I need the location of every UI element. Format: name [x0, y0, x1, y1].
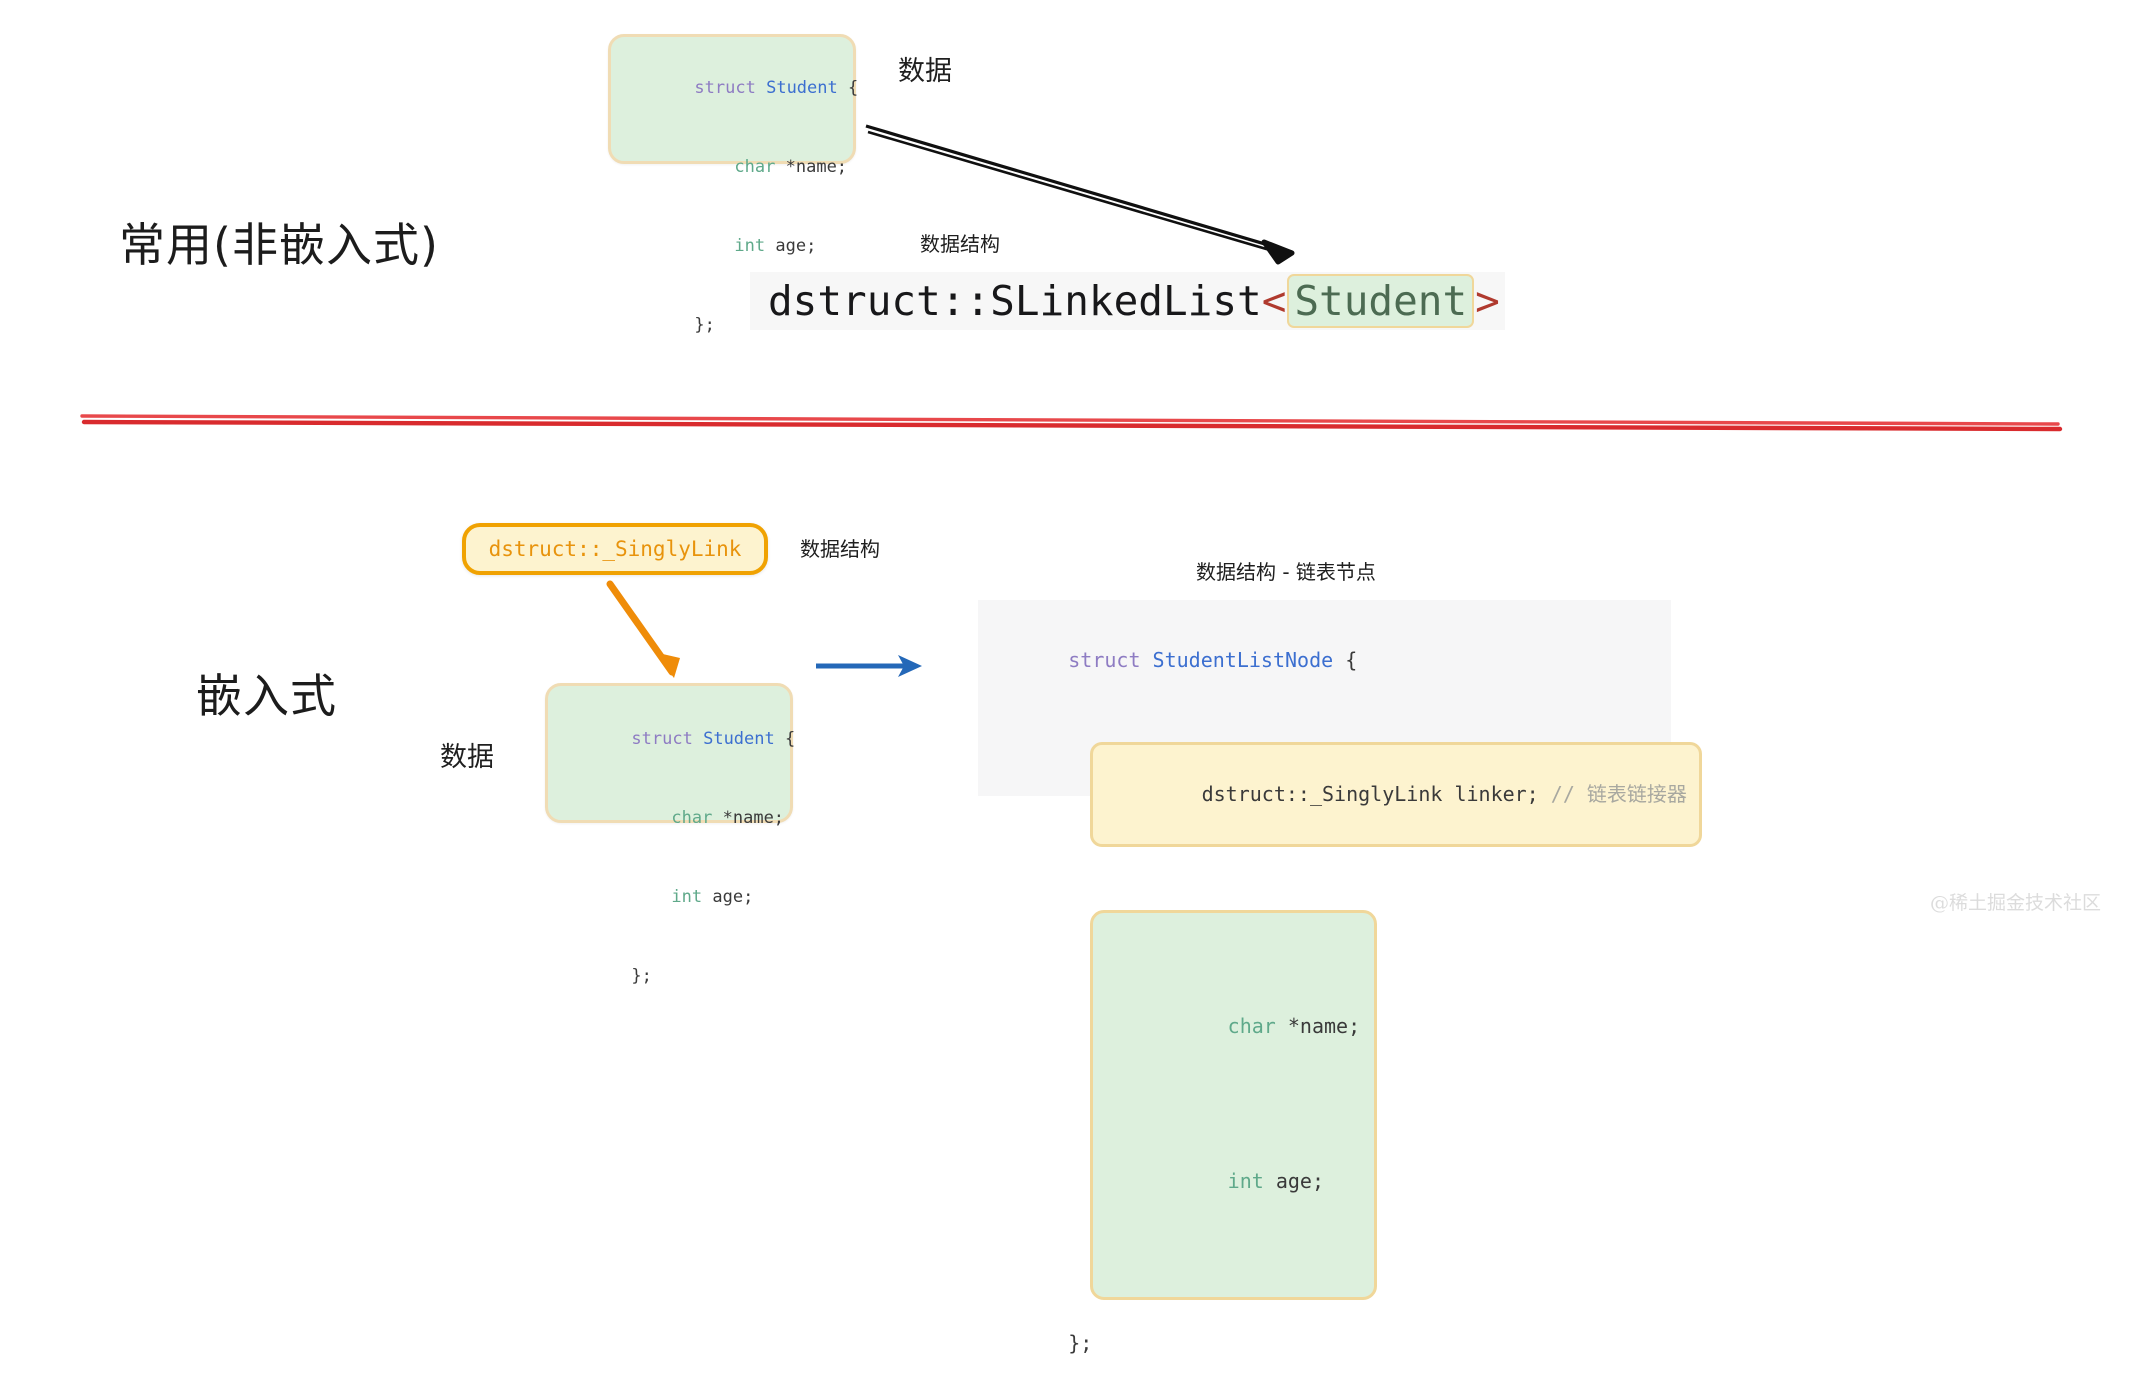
keyword-struct: struct — [631, 729, 693, 750]
brace-close: }; — [694, 315, 715, 336]
pill-label: dstruct::_SinglyLink — [488, 537, 742, 561]
banner-open-angle: < — [1261, 277, 1287, 325]
fields-highlight: char *name; int age; — [1090, 910, 1378, 1300]
struct-line-2: char *name; — [570, 779, 790, 858]
type-char: char — [671, 808, 713, 829]
type-char: char — [734, 157, 776, 178]
slinkedlist-banner: dstruct::SLinkedList<Student> — [750, 272, 1505, 330]
brace-close: }; — [1068, 1331, 1093, 1355]
section-title-embedded: 嵌入式 — [196, 669, 337, 723]
label-datastructure-top: 数据结构 — [920, 232, 1000, 256]
studentlistnode-panel: struct StudentListNode { dstruct::_Singl… — [978, 600, 1702, 1355]
student-struct-card-top: struct Student { char *name; int age; }; — [608, 34, 858, 335]
struct-line-4: }; — [570, 937, 790, 1016]
type-int: int — [734, 236, 766, 257]
brace-open: { — [1345, 648, 1358, 672]
linker-highlight: dstruct::_SinglyLink linker; // 链表链接器 — [1090, 742, 1702, 847]
type-int: int — [1227, 1169, 1264, 1193]
field-age: age; — [712, 887, 754, 908]
keyword-struct: struct — [694, 78, 756, 99]
label-data-bottom: 数据 — [440, 742, 494, 773]
field-name: *name; — [1287, 1014, 1361, 1038]
node-line-4: int age; — [1107, 1135, 1360, 1228]
node-line-3: char *name; — [1107, 980, 1360, 1073]
linker-comment: // 链表链接器 — [1550, 782, 1687, 806]
banner-template-param: Student — [1287, 274, 1475, 328]
type-char: char — [1227, 1014, 1276, 1038]
struct-line-2: char *name; — [633, 128, 853, 207]
brace-close: }; — [631, 966, 652, 987]
label-data-top: 数据 — [898, 56, 952, 87]
type-student: Student — [766, 78, 838, 99]
banner-prefix: dstruct::SLinkedList — [768, 277, 1262, 325]
node-line-5: }; — [988, 1297, 1671, 1390]
field-age: age; — [775, 236, 817, 257]
field-age: age; — [1275, 1169, 1325, 1193]
keyword-struct: struct — [1068, 648, 1141, 672]
diagram-canvas: struct Student { char *name; int age; };… — [80, 34, 2102, 1355]
linker-declaration: dstruct::_SinglyLink linker; — [1201, 782, 1539, 806]
field-name: *name; — [722, 808, 785, 829]
student-struct-card-bottom: struct Student { char *name; int age; }; — [545, 683, 795, 986]
type-int: int — [671, 887, 703, 908]
red-divider — [80, 414, 2063, 432]
node-line-1: struct StudentListNode { — [988, 614, 1671, 707]
struct-line-1: struct Student { — [570, 700, 795, 779]
singlylink-pill: dstruct::_SinglyLink — [462, 523, 768, 575]
type-student: Student — [703, 729, 775, 750]
field-name: *name; — [785, 157, 848, 178]
struct-line-3: int age; — [633, 207, 853, 286]
watermark: @稀土掘金技术社区 — [1930, 892, 2102, 914]
struct-line-3: int age; — [570, 858, 790, 937]
node-linker-row: dstruct::_SinglyLink linker; // 链表链接器 — [988, 711, 1702, 878]
struct-line-4: }; — [633, 286, 853, 365]
banner-close-angle: > — [1475, 277, 1500, 325]
section-title-common: 常用(非嵌入式) — [119, 218, 439, 272]
black-arrow-top — [865, 124, 1295, 265]
brace-open: { — [785, 729, 796, 750]
type-studentlistnode: StudentListNode — [1152, 648, 1334, 672]
label-datastructure-bottom: 数据结构 — [800, 537, 880, 561]
blue-arrow — [816, 655, 922, 677]
brace-open: { — [848, 78, 859, 99]
label-node-structure: 数据结构 - 链表节点 — [1196, 560, 1376, 584]
node-fields-row: char *name; int age; — [988, 879, 1671, 1331]
struct-line-1: struct Student { — [633, 49, 858, 128]
orange-arrow — [606, 580, 680, 678]
